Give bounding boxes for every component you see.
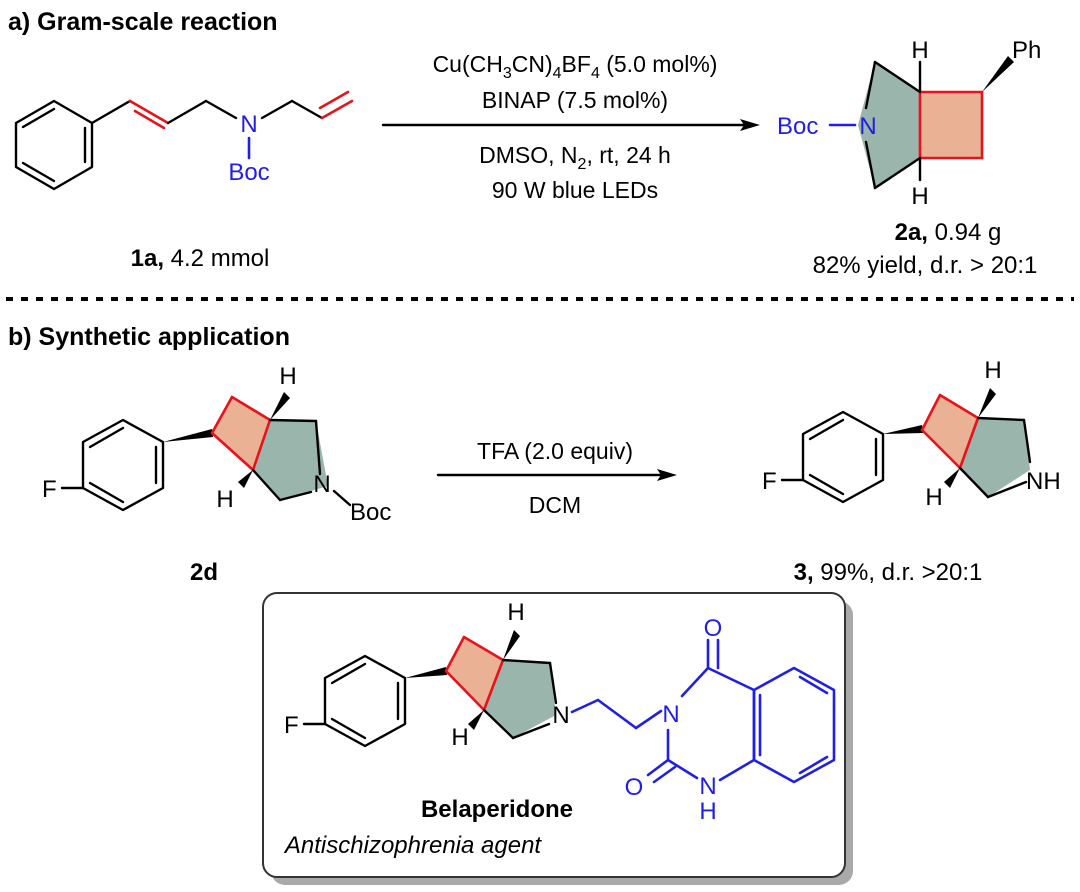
reactant-1a-label: 1a, 4.2 mmol	[131, 245, 270, 272]
atom-boc: Boc	[350, 499, 391, 526]
ligand-text: BINAP (7.5 mol%)	[482, 87, 668, 113]
atom-h-top: H	[911, 37, 928, 64]
catalyst-text: Cu(CH3CN)4BF4 (5.0 mol%)	[433, 51, 718, 82]
drug-name: Belaperidone	[421, 796, 573, 823]
fluorophenyl-ring	[81, 418, 165, 512]
atom-h-bottom: H	[451, 724, 468, 751]
atom-nh-n: N	[699, 773, 716, 800]
product-2a-yield: 82% yield, d.r. > 20:1	[813, 252, 1038, 279]
atom-boc: Boc	[228, 159, 269, 186]
product-2a-structure: Boc N H H Ph	[777, 37, 1041, 210]
reactant-2d-structure: F H H N Boc	[42, 363, 391, 526]
tfa-text: TFA (2.0 equiv)	[477, 438, 633, 464]
alkene-bond-allyl	[320, 99, 354, 120]
atom-f: F	[284, 712, 299, 739]
reactant-1a-structure: N Boc	[14, 90, 354, 191]
section-a-title: a) Gram-scale reaction	[8, 8, 278, 36]
product-3-label: 3, 99%, d.r. >20:1	[794, 559, 983, 586]
atom-h-top: H	[984, 357, 1001, 384]
atom-boc: Boc	[777, 113, 818, 140]
section-b-title: b) Synthetic application	[8, 323, 290, 351]
atom-n: N	[240, 111, 257, 138]
dcm-text: DCM	[529, 492, 581, 518]
atom-n-imide: N	[662, 701, 679, 728]
atom-n: N	[859, 113, 876, 140]
atom-h-bottom: H	[216, 486, 233, 513]
drug-description: Antischizophrenia agent	[283, 832, 543, 859]
atom-o-bottom: O	[625, 774, 644, 801]
conditions-b: TFA (2.0 equiv) DCM	[436, 438, 677, 518]
atom-f: F	[762, 468, 777, 495]
atom-h-bottom: H	[925, 484, 942, 511]
alkene-bond-cinnamyl	[128, 99, 170, 125]
atom-n-amine: N	[552, 702, 569, 729]
light-source-text: 90 W blue LEDs	[492, 177, 658, 203]
reactant-2d-label: 2d	[190, 559, 218, 586]
atom-ph: Ph	[1012, 37, 1041, 64]
atom-h-top: H	[279, 363, 296, 390]
phenyl-ring	[14, 99, 94, 191]
atom-nh: NH	[1026, 468, 1061, 495]
atom-nh-h: H	[699, 798, 716, 825]
belaperidone-structure: F H H N	[284, 599, 836, 825]
atom-h-top: H	[507, 599, 524, 626]
drug-box	[262, 592, 846, 878]
atom-h-bottom: H	[911, 183, 928, 210]
product-2a-label: 2a, 0.94 g	[895, 219, 1002, 246]
atom-o-top: O	[704, 615, 723, 642]
atom-f: F	[42, 476, 57, 503]
conditions-a: Cu(CH3CN)4BF4 (5.0 mol%) BINAP (7.5 mol%…	[381, 51, 760, 203]
quinazolinedione-core	[646, 638, 836, 784]
atom-n: N	[313, 471, 330, 498]
arrow-head-b	[657, 469, 677, 481]
product-3-structure: F H H NH	[762, 357, 1061, 511]
solvent-text: DMSO, N2, rt, 24 h	[479, 142, 671, 173]
fluorophenyl-ring	[801, 410, 885, 504]
arrow-head-a	[740, 119, 760, 131]
